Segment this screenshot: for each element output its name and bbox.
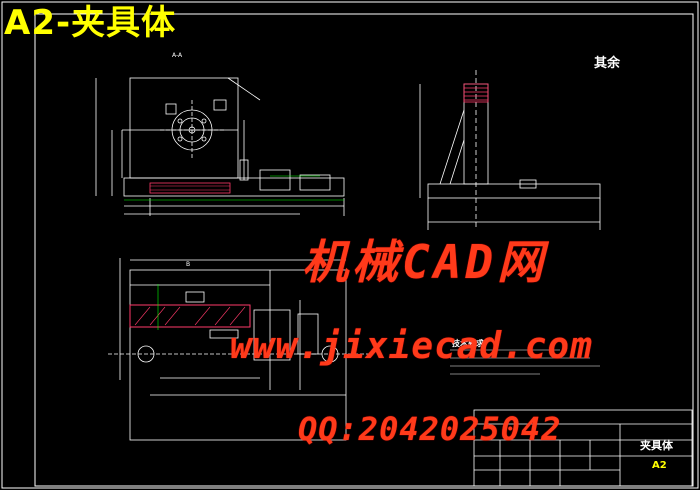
drawing-title: A2-夹具体	[4, 3, 177, 43]
front-view-hatch	[150, 185, 230, 191]
section-label: A-A	[172, 52, 183, 59]
watermark-line3: QQ:2042025042	[298, 410, 562, 448]
green-dimension-lines	[124, 175, 344, 201]
watermark-line1: 机械CAD网	[302, 235, 548, 289]
watermark-line2: www.jixiecad.com	[230, 326, 593, 367]
top-view-hatch-lines	[134, 306, 246, 326]
drawing-frame-inner	[34, 13, 694, 487]
title-block-part-name: 夹具体	[640, 439, 673, 452]
tech-requirements-title: 技术要求	[452, 339, 484, 348]
top-view-hatch	[129, 304, 251, 328]
side-view-hatch	[464, 87, 488, 101]
title-block-sheet-size: A2	[652, 460, 667, 471]
view-label: B	[186, 261, 191, 268]
side-view	[419, 70, 601, 230]
side-view-hatch-box	[463, 83, 489, 103]
surface-roughness-note: 其余	[594, 56, 621, 71]
title-block	[473, 409, 693, 487]
front-view	[95, 77, 345, 216]
tech-requirement-lines	[450, 349, 600, 375]
